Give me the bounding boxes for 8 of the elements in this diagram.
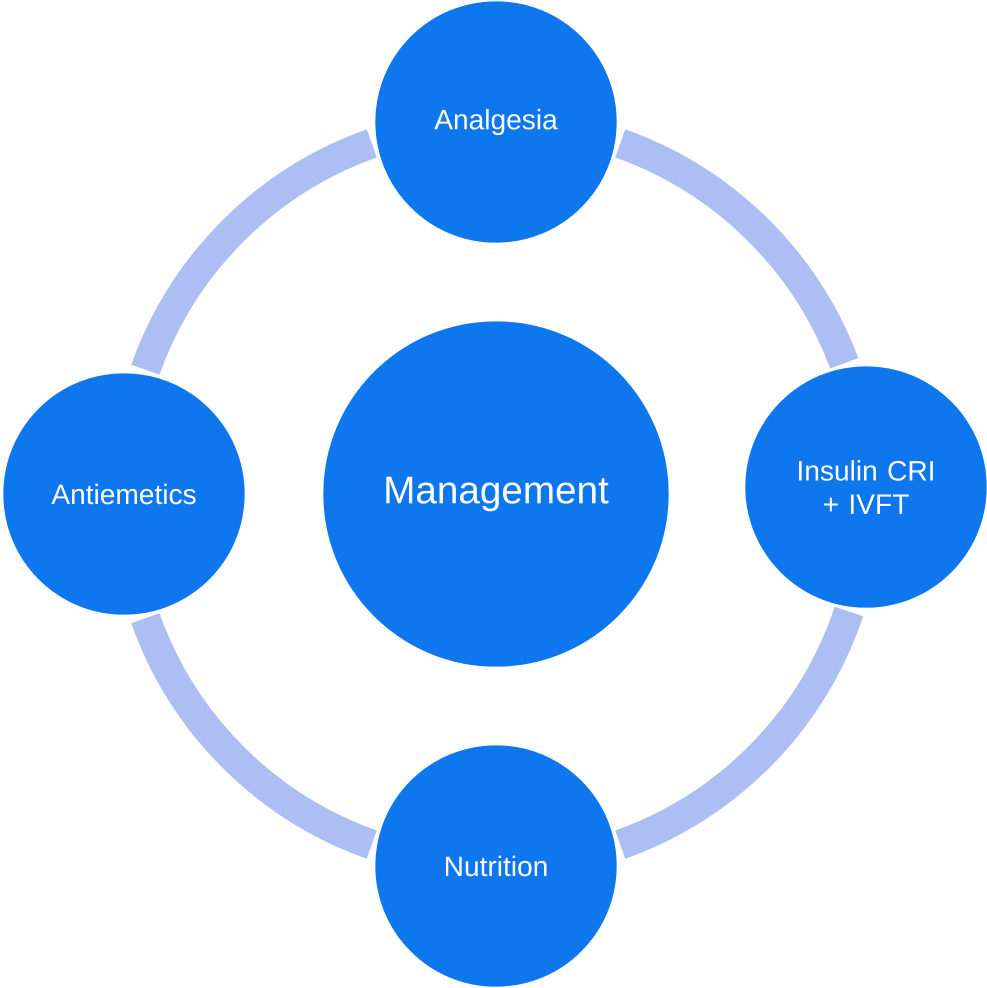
ring-arc [614, 129, 858, 369]
ring-arc [131, 612, 378, 859]
circle-node: Nutrition [372, 742, 620, 988]
ring-arc [614, 606, 863, 859]
ring-arc [131, 129, 378, 376]
circle-node: Insulin CRI + IVFT [742, 364, 987, 610]
circle-node: Antiemetics [0, 370, 248, 618]
circle-node: Management [320, 318, 672, 670]
